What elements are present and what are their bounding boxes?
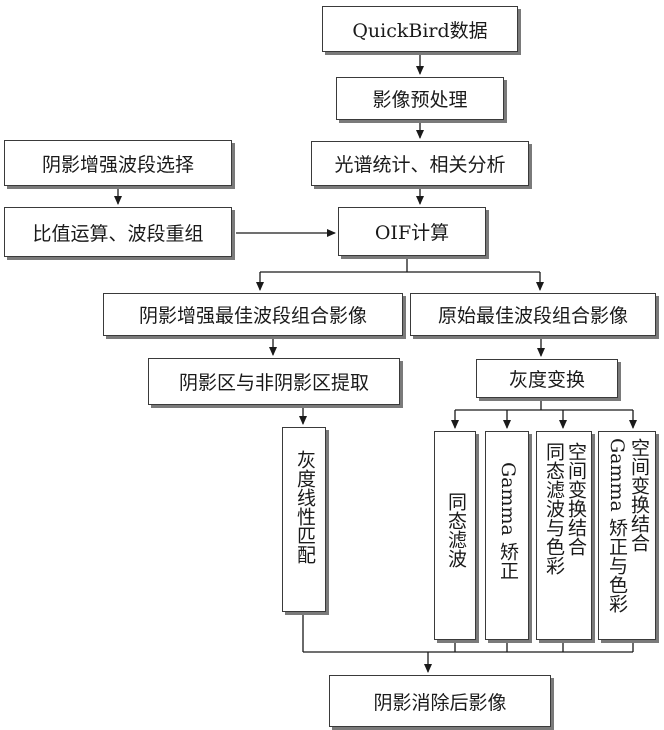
node-gray-transform: 灰度变换	[476, 359, 618, 398]
node-homomorphic-filter: 同态滤波	[434, 431, 476, 640]
node-label: Gamma 矫正	[496, 462, 519, 580]
node-image-preprocessing: 影像预处理	[336, 77, 504, 120]
node-label-col2: 同态滤波与色彩	[543, 442, 565, 575]
node-shadow-band-selection: 阴影增强波段选择	[4, 140, 232, 186]
node-spectral-statistics: 光谱统计、相关分析	[311, 141, 529, 186]
node-label: 影像预处理	[372, 89, 468, 111]
node-label: 阴影消除后影像	[373, 691, 507, 714]
node-label: 原始最佳波段组合影像	[437, 305, 628, 327]
node-original-best-combo: 原始最佳波段组合影像	[410, 293, 656, 336]
node-shadow-enhanced-best-combo: 阴影增强最佳波段组合影像	[103, 293, 403, 336]
node-label-group: 空间变换结合 Gamma 矫正与色彩	[606, 438, 650, 613]
node-label: 灰度线性匹配	[293, 450, 316, 564]
node-quickbird-data: QuickBird数据	[322, 6, 518, 52]
node-label-col2: Gamma 矫正与色彩	[606, 438, 628, 613]
node-label: OIF计算	[374, 222, 450, 244]
node-spatial-homomorphic-color: 空间变换结合 同态滤波与色彩	[536, 431, 592, 640]
node-spatial-gamma-color: 空间变换结合 Gamma 矫正与色彩	[598, 431, 656, 640]
node-label: 光谱统计、相关分析	[334, 154, 506, 176]
node-label: 阴影区与非阴影区提取	[178, 372, 369, 394]
node-label: 灰度变换	[508, 369, 585, 391]
node-ratio-band-regroup: 比值运算、波段重组	[4, 207, 232, 257]
node-label: 比值运算、波段重组	[32, 222, 204, 245]
node-label: 阴影增强波段选择	[41, 153, 194, 176]
node-label-col1: 空间变换结合	[627, 438, 650, 552]
node-shadow-removed-image: 阴影消除后影像	[329, 675, 551, 727]
node-label-group: 空间变换结合 同态滤波与色彩	[543, 442, 587, 575]
node-label: 同态滤波	[444, 492, 467, 568]
node-gamma-correction: Gamma 矫正	[485, 431, 529, 640]
node-label-col1: 空间变换结合	[564, 442, 587, 556]
node-label: QuickBird数据	[352, 19, 488, 42]
node-label: 阴影增强最佳波段组合影像	[138, 305, 367, 327]
node-oif-calculation: OIF计算	[338, 207, 486, 256]
node-shadow-region-extraction: 阴影区与非阴影区提取	[148, 358, 400, 405]
node-gray-linear-matching: 灰度线性匹配	[282, 427, 326, 612]
